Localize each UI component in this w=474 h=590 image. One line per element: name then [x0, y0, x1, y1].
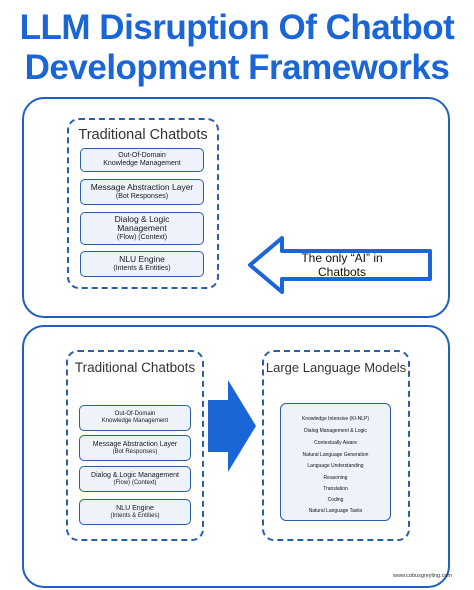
top-group-title: Traditional Chatbots: [78, 127, 208, 143]
bottom-left-group-title: Traditional Chatbots: [74, 360, 196, 375]
right-arrow-icon: [208, 380, 256, 472]
arrow-label-line-2: Chatbots: [317, 265, 367, 279]
capability-item: Language Understanding: [307, 463, 364, 469]
box-line: Knowledge Management: [101, 418, 169, 424]
capability-item: Natural Language Tasks: [308, 508, 363, 514]
capability-item: Contextually Aware: [314, 440, 357, 446]
box-line: Management: [117, 223, 167, 234]
box-line: Out-Of-Domain: [114, 411, 156, 418]
title-line-2: Development Frameworks: [24, 48, 450, 87]
box-line: Message Abstraction Layer: [90, 182, 194, 193]
capability-item: Coding: [327, 497, 344, 503]
box-line: Out-Of-Domain: [118, 151, 166, 159]
capability-item: Reasoning: [323, 475, 348, 481]
capability-item: Translation: [323, 486, 348, 492]
bottom-box-message-abstraction: Message Abstraction Layer (Bot Responses…: [79, 435, 191, 461]
box-line: Message Abstraction Layer: [92, 440, 178, 448]
top-box-nlu-engine: NLU Engine (Intents & Entities): [80, 251, 204, 277]
box-line: (Bot Responses): [115, 192, 169, 200]
llm-capabilities-box: Knowledge Intensive (KI-NLP) Dialog Mana…: [280, 403, 391, 521]
box-line: Dialog & Logic Management: [91, 471, 179, 479]
box-line: (Intents & Entities): [113, 264, 171, 272]
arrow-label: The only “AI” in Chatbots: [282, 251, 402, 279]
top-box-dialog-logic: Dialog & Logic Management (Flow) (Contex…: [80, 212, 204, 245]
box-line: Dialog & Logic: [114, 213, 170, 224]
capability-item: Dialog Management & Logic: [304, 428, 367, 434]
box-line: (Intents & Entities): [110, 512, 160, 519]
box-line: (Bot Responses): [112, 448, 158, 455]
llm-group-title: Large Language Models: [265, 360, 407, 375]
left-arrow-icon: [248, 236, 432, 294]
box-line: (Flow) (Context): [113, 479, 157, 486]
footer-url: www.cobusgreyling.com: [393, 573, 452, 579]
box-line: NLU Engine: [119, 254, 165, 265]
arrow-label-line-1: The only “AI” in: [301, 251, 383, 265]
top-box-message-abstraction: Message Abstraction Layer (Bot Responses…: [80, 179, 204, 205]
capability-item: Natural Language Generation: [302, 452, 369, 458]
box-line: NLU Engine: [116, 504, 154, 512]
bottom-box-nlu-engine: NLU Engine (Intents & Entities): [79, 499, 191, 525]
box-line: (Flow) (Context): [116, 234, 168, 242]
top-box-out-of-domain: Out-Of-Domain Knowledge Management: [80, 148, 204, 172]
capability-item: Knowledge Intensive (KI-NLP): [302, 416, 369, 422]
bottom-box-out-of-domain: Out-Of-Domain Knowledge Management: [79, 405, 191, 431]
title-line-1: LLM Disruption Of Chatbot: [19, 8, 455, 47]
box-line: Knowledge Management: [103, 160, 181, 167]
bottom-box-dialog-logic: Dialog & Logic Management (Flow) (Contex…: [79, 466, 191, 492]
